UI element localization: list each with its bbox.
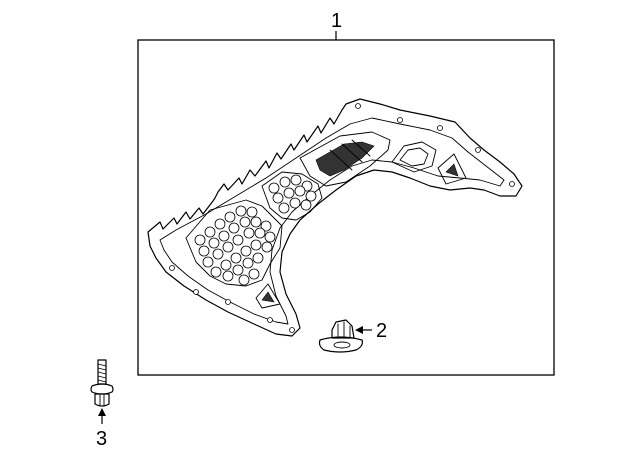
right-pad-inner (399, 147, 429, 167)
right-mount-slot (445, 163, 459, 177)
bolt-head-flat (99, 393, 105, 407)
center-pocket-ridge (329, 139, 371, 171)
shield-outline (147, 98, 523, 337)
bolt-threads (97, 363, 107, 383)
callout-2-arrowhead (355, 326, 363, 334)
bolt-washer (90, 383, 114, 395)
clip-body (331, 319, 355, 339)
right-mount-outline (437, 153, 467, 185)
callout-3[interactable]: 3 (96, 408, 107, 450)
bolt-part[interactable] (90, 359, 114, 407)
lower-mount-slot (261, 291, 275, 303)
bolt-head (94, 393, 110, 407)
center-pocket-shadow (315, 141, 375, 177)
lower-mount-outline (255, 283, 281, 309)
splash-shield-part[interactable] (147, 98, 523, 337)
callout-2-number: 2 (376, 320, 387, 342)
shield-inner-rim (159, 117, 505, 325)
left-vent-holes (194, 205, 276, 286)
right-pad-outline (391, 141, 437, 173)
center-pocket-outline (299, 131, 391, 187)
callout-1-number: 1 (331, 10, 342, 32)
clip-head-center (333, 341, 351, 349)
callout-3-arrowhead (98, 408, 106, 416)
left-vent-panel (185, 199, 283, 287)
callout-2[interactable]: 2 (355, 320, 387, 342)
callout-1[interactable]: 1 (331, 10, 342, 40)
clip-ribs (337, 321, 351, 339)
rim-fastener-holes (169, 103, 515, 333)
callout-3-number: 3 (96, 428, 107, 450)
push-clip-part[interactable] (318, 319, 363, 353)
clip-head (318, 336, 363, 353)
middle-vent-holes (268, 174, 317, 214)
assembly-frame (137, 39, 555, 376)
middle-vent-panel (261, 171, 323, 221)
